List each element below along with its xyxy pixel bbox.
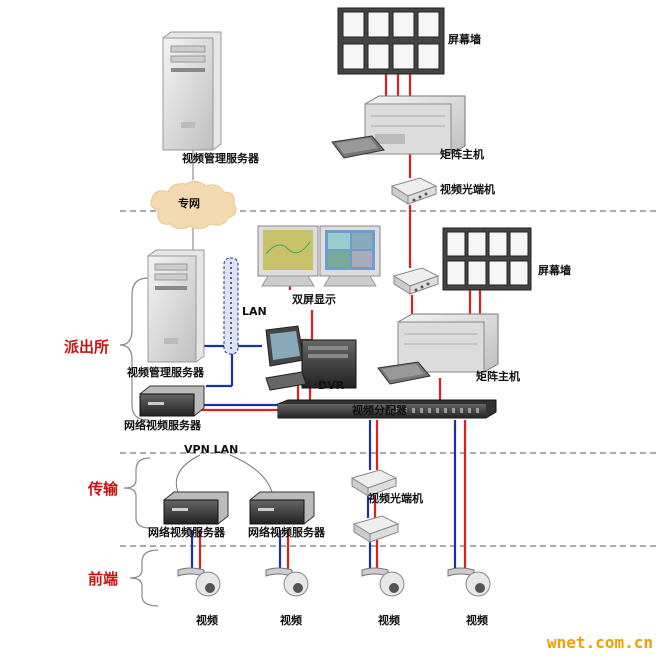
video-distributor	[277, 399, 497, 419]
label-camera-2: 视频	[280, 614, 302, 627]
camera-1	[177, 567, 221, 597]
zone-label-front-end: 前端	[88, 570, 119, 588]
label-private-network: 专网	[178, 197, 200, 210]
video-mgmt-server-mid	[147, 249, 205, 363]
label-camera-4: 视频	[466, 614, 488, 627]
label-optical-transceiver-top: 视频光端机	[440, 183, 495, 196]
brace-police-station	[119, 277, 149, 421]
label-optical-transceiver-bottom: 视频光端机	[368, 492, 423, 505]
label-video-distributor: 视频分配器	[352, 404, 407, 417]
screen-wall-top	[337, 7, 445, 75]
keyboard-top	[331, 135, 385, 159]
network-video-server-left	[163, 491, 229, 525]
brace-front-end	[129, 549, 159, 607]
private-network-cloud	[150, 180, 237, 230]
label-vpn-lan: VPN LAN	[184, 443, 239, 456]
camera-2	[265, 567, 309, 597]
zone-label-transmission: 传输	[88, 480, 119, 498]
label-video-mgmt-server-mid: 视频管理服务器	[127, 366, 204, 379]
zone-label-police-station: 派出所	[64, 338, 110, 356]
label-dvr: DVR	[318, 379, 345, 392]
camera-3	[361, 567, 405, 597]
camera-4	[447, 567, 491, 597]
label-network-video-server-right: 网络视频服务器	[248, 526, 325, 539]
brace-transmission	[123, 457, 151, 529]
optical-transceiver-top	[390, 177, 438, 205]
screen-wall-mid	[442, 227, 532, 291]
label-camera-3: 视频	[378, 614, 400, 627]
optical-transceiver-mid	[392, 267, 440, 295]
matrix-host-top	[364, 95, 466, 155]
label-screen-wall-mid: 屏幕墙	[538, 264, 571, 277]
video-mgmt-server-top	[162, 31, 222, 151]
network-video-server-right	[249, 491, 315, 525]
label-network-video-server-left: 网络视频服务器	[148, 526, 225, 539]
label-camera-1: 视频	[196, 614, 218, 627]
network-video-server-mid	[139, 385, 205, 417]
label-dual-display: 双屏显示	[292, 293, 336, 306]
label-matrix-host-top: 矩阵主机	[440, 148, 484, 161]
label-screen-wall-top: 屏幕墙	[448, 33, 481, 46]
label-matrix-host-mid: 矩阵主机	[476, 370, 520, 383]
optical-transceiver-bottom-2	[352, 515, 400, 543]
label-lan: LAN	[242, 305, 267, 318]
label-video-mgmt-server-top: 视频管理服务器	[182, 152, 259, 165]
dvr-workstation	[265, 325, 357, 391]
dual-monitors	[257, 225, 381, 287]
watermark: wnet.com.cn	[547, 633, 653, 652]
zone-braces	[119, 277, 159, 607]
matrix-host-mid	[397, 313, 499, 373]
optical-transceiver-bottom-1	[350, 469, 398, 497]
keyboard-mid	[377, 361, 431, 385]
label-network-video-server-mid: 网络视频服务器	[124, 419, 201, 432]
lan-hub	[223, 257, 239, 355]
